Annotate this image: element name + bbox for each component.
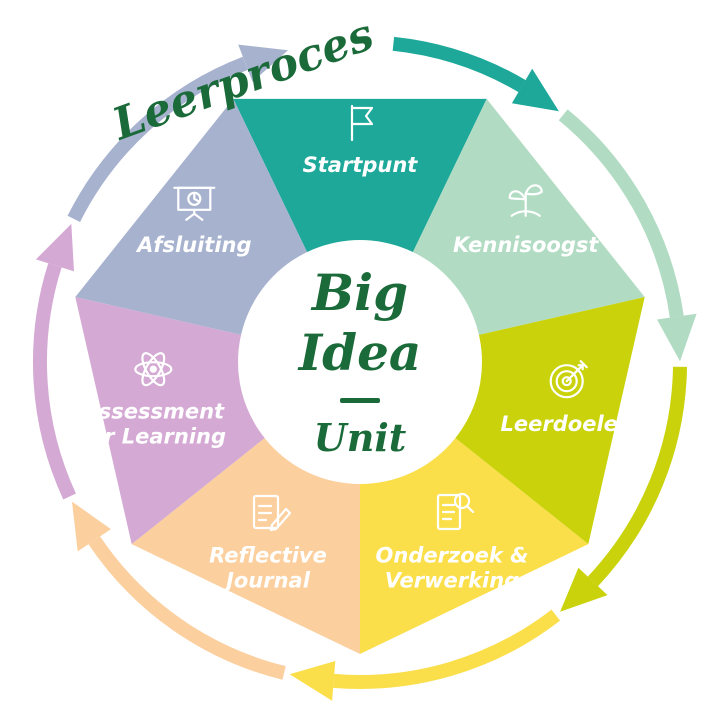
plant-icon [508,184,543,217]
center-circle [238,240,482,484]
cycle-arrow-shaft [67,56,248,223]
segment-label: Kennisoogst [453,233,599,257]
cycle-arrow-shaft [392,36,526,93]
cycle-arrow-head [289,661,336,701]
atom-icon [134,352,173,387]
cycle-arrow-shaft [587,366,687,587]
center-line-big: Big [310,263,408,322]
segment-label: Verwerking [385,569,519,593]
journal-icon [252,494,292,532]
cycle-arrows [33,36,697,701]
presentation-icon [173,186,216,221]
cycle-arrow-head [72,501,111,552]
cycle-arrow-shaft [558,109,684,318]
center-line-unit: Unit [314,415,407,460]
cycle-arrow-head [657,313,697,362]
cycle-arrow-head [35,223,74,272]
segment-label: Startpunt [303,153,419,177]
segment-icons [134,104,588,532]
cycle-arrow-head [511,68,559,112]
segment-label: for Learning [81,425,227,449]
segment-label: Onderzoek & [376,544,529,568]
segment-label: Leerdoelen [501,412,633,436]
cycle-arrow-shaft [33,263,76,500]
flag-icon [350,104,374,142]
cycle-arrow-head [560,567,608,612]
center-divider [340,398,380,403]
segment-labels: StartpuntKennisoogstLeerdoelenOnderzoek … [80,153,632,593]
segment-startpunt [233,98,487,363]
segment-label: Journal [222,569,311,593]
cycle-arrow-head [238,44,288,82]
cycle-arrow-shaft [333,609,561,689]
cycle-arrow-shaft [88,536,286,680]
target-icon [549,360,588,399]
segment-label: Afsluiting [135,233,251,257]
segment-label: Assessment [80,400,225,424]
document-search-icon [436,492,475,531]
center-line-idea: Idea [297,323,422,382]
segment-label: Reflective [209,544,327,568]
